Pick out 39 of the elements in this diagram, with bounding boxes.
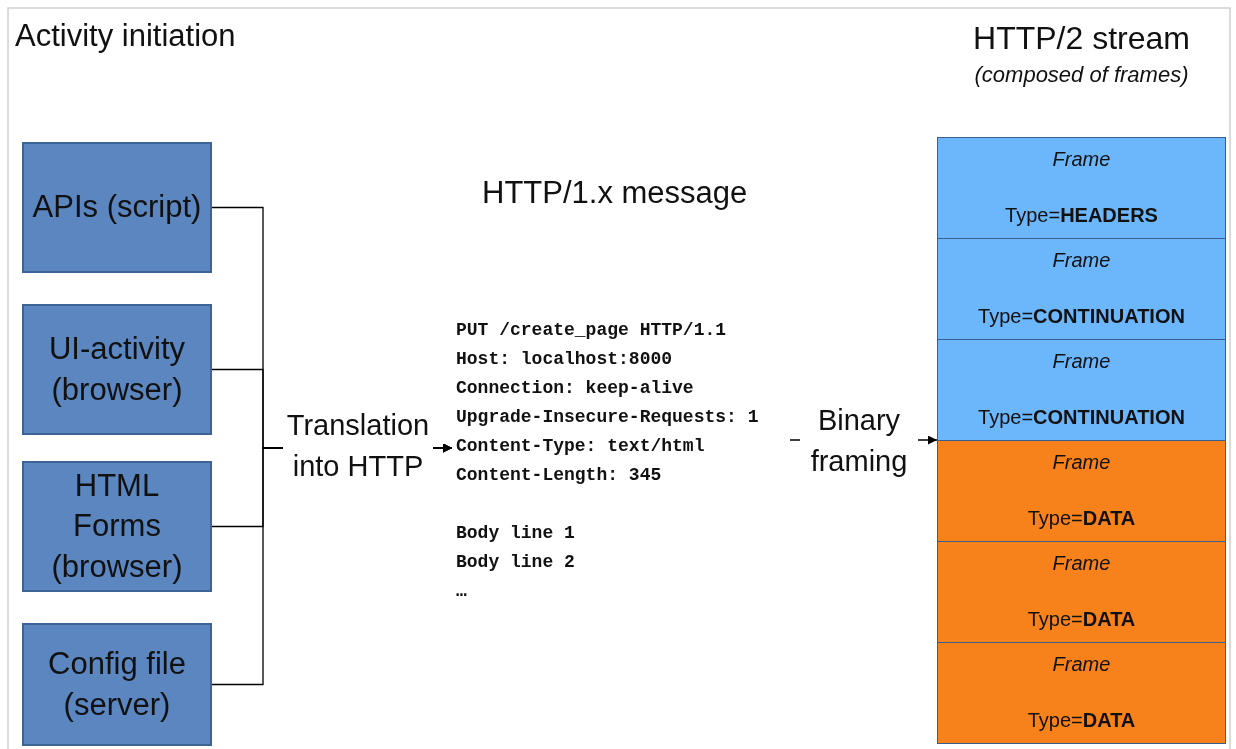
code-line: Content-Length: 345 [456,465,662,485]
code-line: Body line 2 [456,552,575,572]
code-line: PUT /create_page HTTP/1.1 [456,320,727,340]
source-box [22,142,212,273]
frame-box [937,339,1226,441]
frame-label: Frame [1051,552,1112,575]
frame-box [937,137,1226,239]
section-heading: HTTP/2 stream [972,20,1191,57]
source-box [22,623,212,746]
box-label: HTML Forms (browser) [50,467,184,586]
source-box [22,304,212,435]
box-label: UI-activity (browser) [47,330,187,409]
frame-label: Frame [1051,350,1112,373]
frame-box [937,440,1226,542]
frame-label: Frame [1051,451,1112,474]
frame-type: Type=CONTINUATION [977,305,1186,328]
frame-type: Type=CONTINUATION [977,406,1186,429]
code-line: Upgrade-Insecure-Requests: 1 [456,407,759,427]
section-heading: HTTP/1.x message [482,175,748,211]
frame-label: Frame [1051,653,1112,676]
code-line: Body line 1 [456,523,575,543]
frame-box [937,541,1226,643]
frame-type: Type=DATA [1026,709,1137,732]
frame-box [937,642,1226,744]
code-line: Host: localhost:8000 [456,349,673,369]
frame-type: Type=HEADERS [1004,204,1159,227]
frame-type: Type=DATA [1026,608,1137,631]
code-line: Content-Type: text/html [456,436,705,456]
diagram-heading: Activity initiation [15,18,236,54]
box-label: Config file (server) [47,645,187,724]
frame-type: Type=DATA [1026,507,1137,530]
source-box [22,461,212,592]
subheading: (composed of frames) [973,62,1190,88]
frame-box [937,238,1226,340]
box-label: APIs (script) [32,188,202,227]
code-line: … [456,581,467,601]
code-line: Connection: keep-alive [456,378,694,398]
frame-label: Frame [1051,249,1112,272]
frame-label: Frame [1051,148,1112,171]
